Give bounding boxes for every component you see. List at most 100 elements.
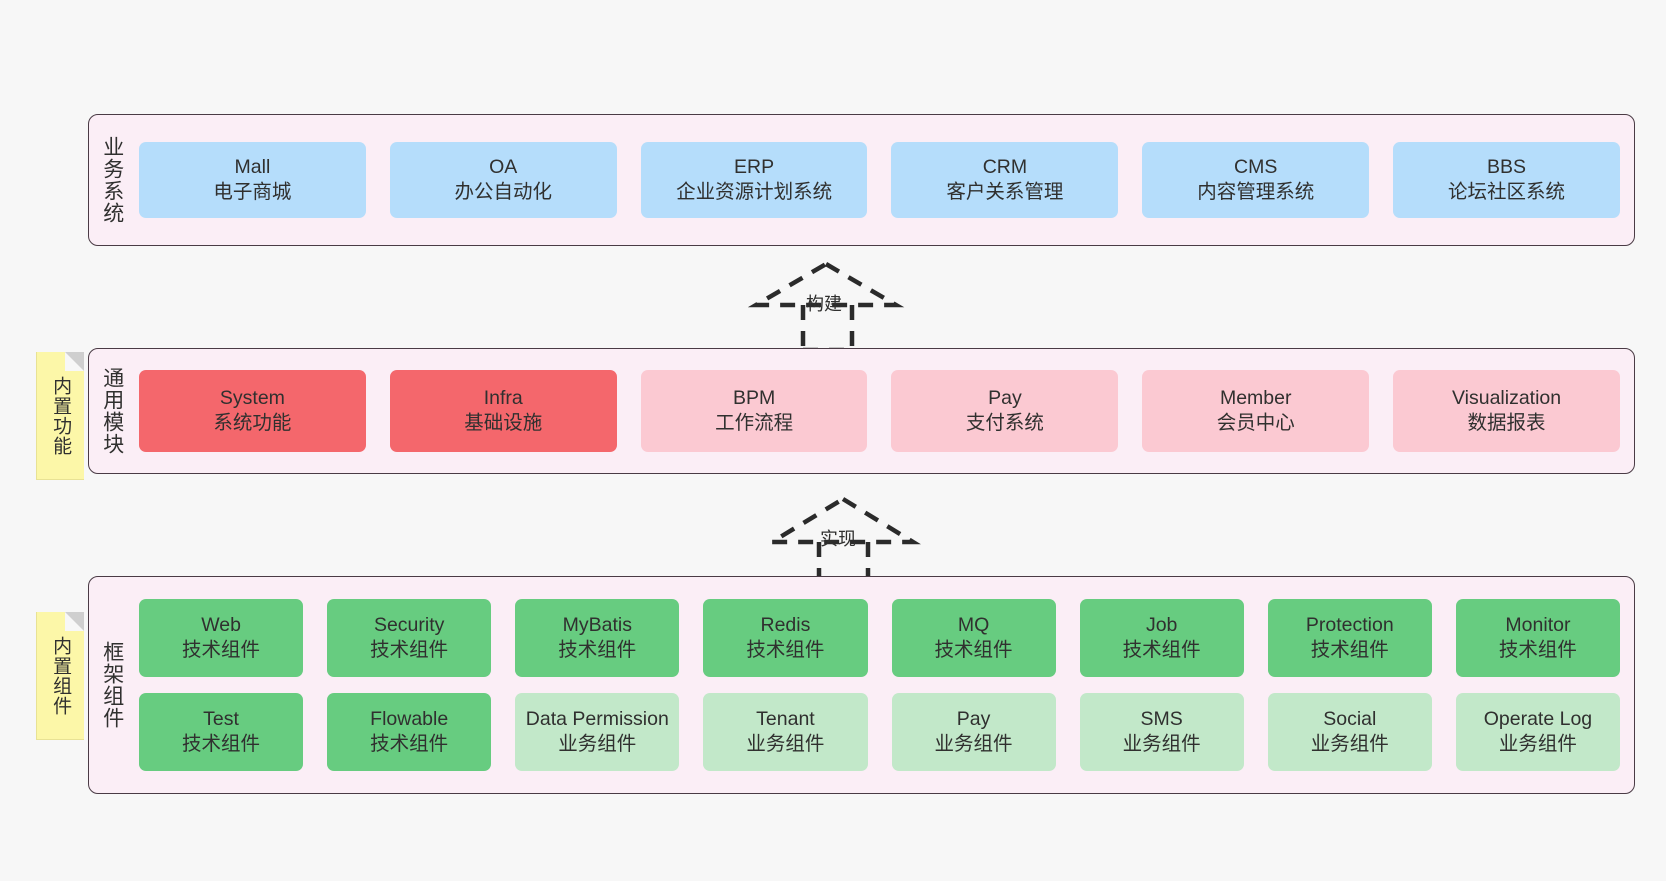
card-subtitle: 业务组件 xyxy=(934,733,1013,755)
card-subtitle: 技术组件 xyxy=(746,639,825,661)
layer-title-business: 业务系统 xyxy=(100,136,124,224)
card-erp[interactable]: ERP 企业资源计划系统 xyxy=(640,142,868,218)
card-subtitle: 工作流程 xyxy=(715,412,794,434)
layer-body-common: System 系统功能 Infra 基础设施 BPM 工作流程 Pay 支付系统… xyxy=(135,349,1634,473)
card-subtitle: 会员中心 xyxy=(1216,412,1295,434)
card-subtitle: 基础设施 xyxy=(464,412,543,434)
card-subtitle: 支付系统 xyxy=(965,412,1044,434)
layer-body-frame: Web 技术组件 Security 技术组件 MyBatis 技术组件 Redi… xyxy=(135,577,1634,793)
card-subtitle: 数据报表 xyxy=(1467,412,1546,434)
card-title: Test xyxy=(203,707,239,730)
layer-common-modules: 通用模块 System 系统功能 Infra 基础设施 BPM 工作流程 Pay… xyxy=(88,348,1635,474)
card-visualization[interactable]: Visualization 数据报表 xyxy=(1393,370,1620,452)
card-pay[interactable]: Pay 支付系统 xyxy=(891,370,1119,452)
card-operate-log[interactable]: Operate Log 业务组件 xyxy=(1455,693,1620,771)
card-subtitle: 技术组件 xyxy=(182,639,261,661)
card-title: Member xyxy=(1219,386,1292,409)
card-member[interactable]: Member 会员中心 xyxy=(1142,370,1370,452)
note-fold-corner-icon xyxy=(65,352,84,371)
card-subtitle: 论坛社区系统 xyxy=(1448,181,1566,203)
card-data-permission[interactable]: Data Permission 业务组件 xyxy=(515,693,680,771)
card-crm[interactable]: CRM 客户关系管理 xyxy=(891,142,1119,218)
card-social[interactable]: Social 业务组件 xyxy=(1267,693,1432,771)
note-label: 内置组件 xyxy=(50,635,72,716)
card-system[interactable]: System 系统功能 xyxy=(139,370,366,452)
card-title: Pay xyxy=(956,707,991,730)
arrow-label-implement: 实现 xyxy=(820,529,856,549)
card-title: Job xyxy=(1145,613,1178,636)
card-bbs[interactable]: BBS 论坛社区系统 xyxy=(1393,142,1620,218)
card-bpm[interactable]: BPM 工作流程 xyxy=(640,370,868,452)
card-oa[interactable]: OA 办公自动化 xyxy=(389,142,617,218)
card-title: MyBatis xyxy=(562,613,632,636)
note-label: 内置功能 xyxy=(50,375,72,456)
card-flowable[interactable]: Flowable 技术组件 xyxy=(327,693,492,771)
card-subtitle: 技术组件 xyxy=(370,733,449,755)
card-title: Social xyxy=(1323,707,1377,730)
layer-business-systems: 业务系统 Mall 电子商城 OA 办公自动化 ERP 企业资源计划系统 CRM… xyxy=(88,114,1635,246)
card-subtitle: 系统功能 xyxy=(213,412,292,434)
card-mq[interactable]: MQ 技术组件 xyxy=(891,599,1056,677)
card-redis[interactable]: Redis 技术组件 xyxy=(703,599,868,677)
card-title: BPM xyxy=(732,386,776,409)
card-title: System xyxy=(219,386,285,409)
card-title: Protection xyxy=(1305,613,1394,636)
card-subtitle: 办公自动化 xyxy=(454,181,552,203)
card-title: BBS xyxy=(1487,155,1527,178)
card-title: CRM xyxy=(982,155,1028,178)
card-subtitle: 企业资源计划系统 xyxy=(676,181,833,203)
card-mall[interactable]: Mall 电子商城 xyxy=(139,142,366,218)
card-protection[interactable]: Protection 技术组件 xyxy=(1267,599,1432,677)
card-title: Pay xyxy=(988,386,1022,409)
layer-body-business: Mall 电子商城 OA 办公自动化 ERP 企业资源计划系统 CRM 客户关系… xyxy=(135,115,1634,245)
card-subtitle: 技术组件 xyxy=(558,639,637,661)
card-title: Web xyxy=(201,613,241,636)
card-tenant[interactable]: Tenant 业务组件 xyxy=(703,693,868,771)
card-subtitle: 业务组件 xyxy=(746,733,825,755)
card-subtitle: 技术组件 xyxy=(934,639,1013,661)
card-row-technical: Web 技术组件 Security 技术组件 MyBatis 技术组件 Redi… xyxy=(139,599,1620,677)
layer-title-frame: 框架组件 xyxy=(100,641,124,729)
card-title: Redis xyxy=(760,613,811,636)
card-title: Visualization xyxy=(1451,386,1562,409)
card-subtitle: 电子商城 xyxy=(213,181,292,203)
card-title: Data Permission xyxy=(525,707,669,730)
layer-title-common: 通用模块 xyxy=(100,367,124,455)
card-subtitle: 业务组件 xyxy=(1498,733,1577,755)
card-cms[interactable]: CMS 内容管理系统 xyxy=(1142,142,1370,218)
card-test[interactable]: Test 技术组件 xyxy=(139,693,304,771)
card-job[interactable]: Job 技术组件 xyxy=(1079,599,1244,677)
card-subtitle: 技术组件 xyxy=(370,639,449,661)
card-row-business: Test 技术组件 Flowable 技术组件 Data Permission … xyxy=(139,693,1620,771)
card-title: ERP xyxy=(734,155,775,178)
card-mybatis[interactable]: MyBatis 技术组件 xyxy=(515,599,680,677)
card-title: Infra xyxy=(483,386,523,409)
card-subtitle: 业务组件 xyxy=(558,733,637,755)
card-title: Mall xyxy=(234,155,271,178)
card-subtitle: 内容管理系统 xyxy=(1197,181,1315,203)
card-pay-business[interactable]: Pay 业务组件 xyxy=(891,693,1056,771)
card-subtitle: 技术组件 xyxy=(1310,639,1389,661)
card-subtitle: 客户关系管理 xyxy=(946,181,1064,203)
note-builtin-features: 内置功能 xyxy=(36,352,84,480)
card-subtitle: 技术组件 xyxy=(1122,639,1201,661)
card-subtitle: 业务组件 xyxy=(1310,733,1389,755)
layer-framework-components: 框架组件 Web 技术组件 Security 技术组件 MyBatis 技术组件… xyxy=(88,576,1635,794)
card-web[interactable]: Web 技术组件 xyxy=(139,599,304,677)
card-monitor[interactable]: Monitor 技术组件 xyxy=(1455,599,1620,677)
card-security[interactable]: Security 技术组件 xyxy=(327,599,492,677)
card-infra[interactable]: Infra 基础设施 xyxy=(389,370,617,452)
card-title: Operate Log xyxy=(1483,707,1593,730)
note-fold-corner-icon xyxy=(65,612,84,631)
card-title: SMS xyxy=(1140,707,1183,730)
card-row: Mall 电子商城 OA 办公自动化 ERP 企业资源计划系统 CRM 客户关系… xyxy=(139,142,1620,218)
card-subtitle: 技术组件 xyxy=(182,733,261,755)
card-subtitle: 业务组件 xyxy=(1122,733,1201,755)
card-title: OA xyxy=(489,155,518,178)
note-builtin-components: 内置组件 xyxy=(36,612,84,740)
card-title: MQ xyxy=(957,613,990,636)
card-sms[interactable]: SMS 业务组件 xyxy=(1079,693,1244,771)
card-subtitle: 技术组件 xyxy=(1498,639,1577,661)
card-title: Tenant xyxy=(756,707,815,730)
